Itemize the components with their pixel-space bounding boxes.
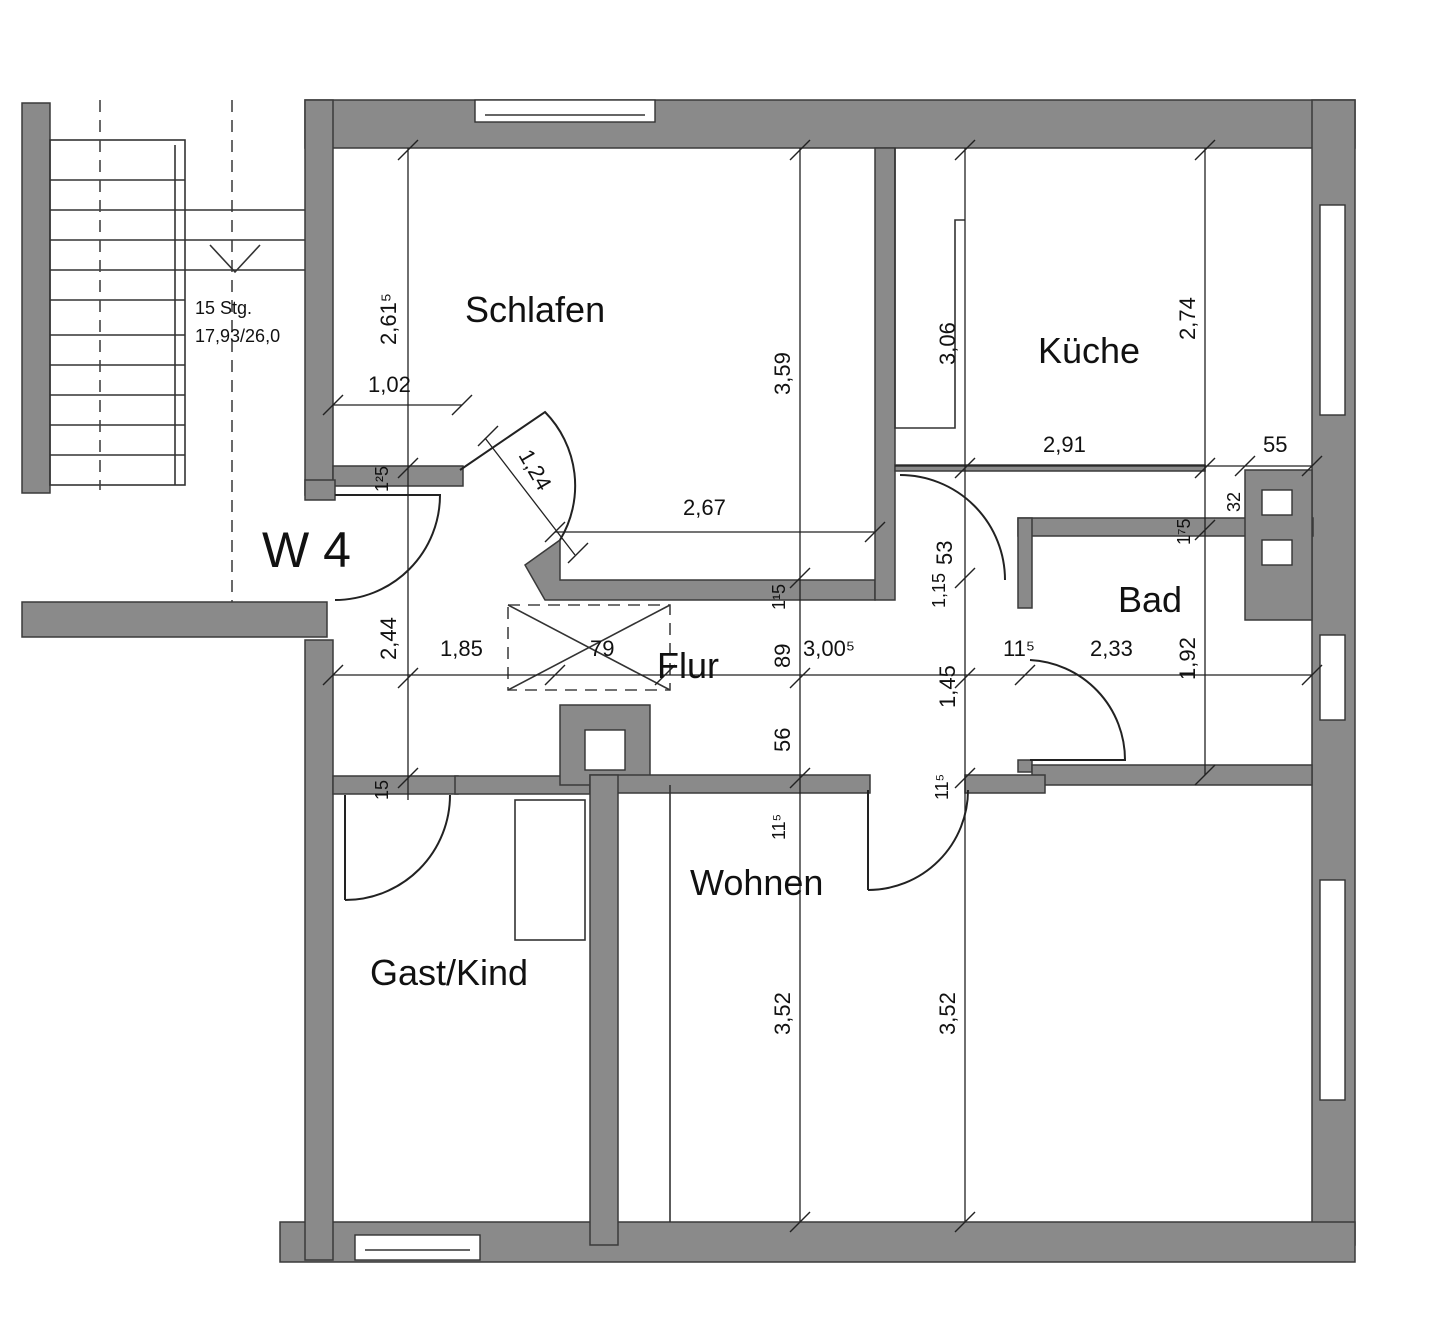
dim-wohnen-depth-1: 3,52 xyxy=(770,992,795,1035)
dim-bad-depth: 1,92 xyxy=(1175,637,1200,680)
dim-schlafen-niche: 1,02 xyxy=(368,372,411,397)
dim-schlafen-depth-left: 2,61⁵ xyxy=(376,293,401,345)
dim-bad-top: 1⁷5 xyxy=(1174,518,1194,545)
room-label-flur: Flur xyxy=(657,645,719,686)
dim-kueche-depth-left: 3,06 xyxy=(935,322,960,365)
room-label-schlafen: Schlafen xyxy=(465,289,605,330)
dim-wall-wohnen-1: 11⁵ xyxy=(769,814,789,840)
dim-kueche-small: 32 xyxy=(1224,492,1244,512)
dim-kueche-width: 2,91 xyxy=(1043,432,1086,457)
dim-flur-upper: 1,15 xyxy=(929,573,949,608)
stairs-count: 15 Stg. xyxy=(195,298,252,318)
dim-kueche-side: 55 xyxy=(1263,432,1287,457)
dim-flur-width: 3,00⁵ xyxy=(803,636,855,661)
doors xyxy=(334,410,1127,901)
dim-door-schlafen: 1,24 xyxy=(514,445,557,495)
room-label-gast: Gast/Kind xyxy=(370,952,528,993)
dim-flur-left: 1,85 xyxy=(440,636,483,661)
dim-wall-wohnen-2: 11⁵ xyxy=(932,774,952,800)
room-label-bad: Bad xyxy=(1118,579,1182,620)
dim-bad-wall: 11⁵ xyxy=(1003,636,1035,661)
dim-flur-53: 53 xyxy=(932,541,957,565)
room-label-wohnen: Wohnen xyxy=(690,862,823,903)
dim-flur-89: 89 xyxy=(770,644,795,668)
dimension-lines xyxy=(322,139,1323,1233)
dim-wall-gast: 15 xyxy=(372,780,392,800)
walls xyxy=(21,99,1356,1263)
room-label-kueche: Küche xyxy=(1038,330,1140,371)
dim-flur-56: 56 xyxy=(770,728,795,752)
dim-kueche-depth-right: 2,74 xyxy=(1175,297,1200,340)
dim-schlafen-width: 2,67 xyxy=(683,495,726,520)
dim-closet: 79 xyxy=(590,636,614,661)
dim-schlafen-depth: 3,59 xyxy=(770,352,795,395)
fixtures xyxy=(507,148,965,1222)
dim-schlafen-wall-low: 1²5 xyxy=(372,466,392,492)
dim-flur-left-depth: 2,44 xyxy=(376,617,401,660)
dim-flur-depth: 1,45 xyxy=(935,665,960,708)
dim-wohnen-depth-2: 3,52 xyxy=(935,992,960,1035)
stairs-ratio: 17,93/26,0 xyxy=(195,326,280,346)
unit-label: W 4 xyxy=(262,522,351,578)
staircase xyxy=(21,100,305,620)
dim-wall-flur-top: 1¹5 xyxy=(769,584,789,610)
dim-bad-width: 2,33 xyxy=(1090,636,1133,661)
windows xyxy=(354,99,1346,1261)
